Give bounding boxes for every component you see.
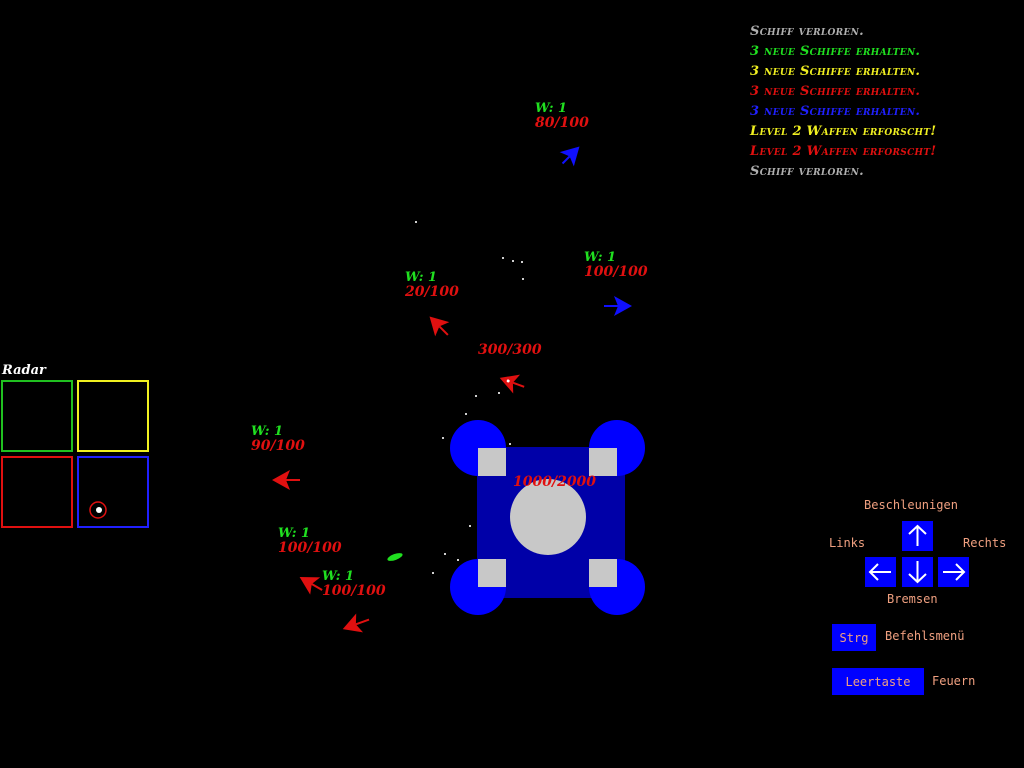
log-line: Level 2 Waffen erforscht! <box>750 144 937 159</box>
key-right[interactable] <box>938 557 969 587</box>
log-line: 3 neue Schiffe erhalten. <box>750 104 921 119</box>
ship-health: 80/100 <box>535 115 589 131</box>
log-line: 3 neue Schiffe erhalten. <box>750 84 921 99</box>
ship-label: 300/300 <box>478 343 542 358</box>
projectile-icon <box>387 553 403 561</box>
right-label: Rechts <box>963 536 1007 550</box>
ship-health: 100/100 <box>322 583 386 599</box>
radar-title: Radar <box>2 363 46 378</box>
space-action-label: Feuern <box>932 674 976 688</box>
ship-icon[interactable] <box>339 610 372 638</box>
arrow-left-icon <box>868 563 891 581</box>
ship-label: W: 1 80/100 <box>535 101 589 131</box>
ship-label: W: 1 20/100 <box>405 270 459 300</box>
ship-health: 100/100 <box>278 540 342 556</box>
log-line: Level 2 Waffen erforscht! <box>750 124 937 139</box>
ship-icon[interactable] <box>422 309 455 342</box>
ship-label: W: 1 100/100 <box>322 569 386 599</box>
base-icon[interactable] <box>450 420 645 615</box>
ship-icon[interactable] <box>295 568 328 598</box>
brake-label: Bremsen <box>887 592 938 606</box>
ctrl-key[interactable]: Strg <box>832 624 876 651</box>
radar-quadrant-blue <box>77 456 149 528</box>
radar-quadrant-red <box>1 456 73 528</box>
log-line: Schiff verloren. <box>750 24 864 39</box>
accelerate-label: Beschleunigen <box>864 498 958 512</box>
ship-weapon-level: W: 1 <box>535 101 568 116</box>
ship-health: 90/100 <box>251 438 305 454</box>
ship-health: 300/300 <box>478 342 542 358</box>
ship-weapon-level: W: 1 <box>584 250 617 265</box>
key-left[interactable] <box>865 557 896 587</box>
ship-weapon-level: W: 1 <box>322 569 355 584</box>
arrow-up-icon <box>908 524 927 546</box>
log-line: 3 neue Schiffe erhalten. <box>750 64 921 79</box>
ship-icon[interactable] <box>496 368 527 396</box>
ship-icon[interactable] <box>604 296 632 316</box>
ship-icon[interactable] <box>272 470 300 490</box>
ship-health: 20/100 <box>405 284 459 300</box>
ship-weapon-level: W: 1 <box>251 424 284 439</box>
log-line: Schiff verloren. <box>750 164 864 179</box>
left-label: Links <box>829 536 866 550</box>
space-key[interactable]: Leertaste <box>832 668 924 695</box>
arrow-right-icon <box>943 563 966 581</box>
arrow-down-icon <box>908 561 927 584</box>
ctrl-action-label: Befehlsmenü <box>885 629 965 643</box>
key-down[interactable] <box>902 557 933 587</box>
key-up[interactable] <box>902 521 933 551</box>
ship-health: 100/100 <box>584 264 648 280</box>
radar-quadrant-green <box>1 380 73 452</box>
ship-icon[interactable] <box>555 139 586 170</box>
ship-label: W: 1 100/100 <box>278 526 342 556</box>
base-health: 1000/2000 <box>513 474 597 490</box>
ship-weapon-level: W: 1 <box>278 526 311 541</box>
radar-quadrant-yellow <box>77 380 149 452</box>
ship-label: W: 1 100/100 <box>584 250 648 280</box>
ship-weapon-level: W: 1 <box>405 270 438 285</box>
log-line: 3 neue Schiffe erhalten. <box>750 44 921 59</box>
ship-label: W: 1 90/100 <box>251 424 305 454</box>
